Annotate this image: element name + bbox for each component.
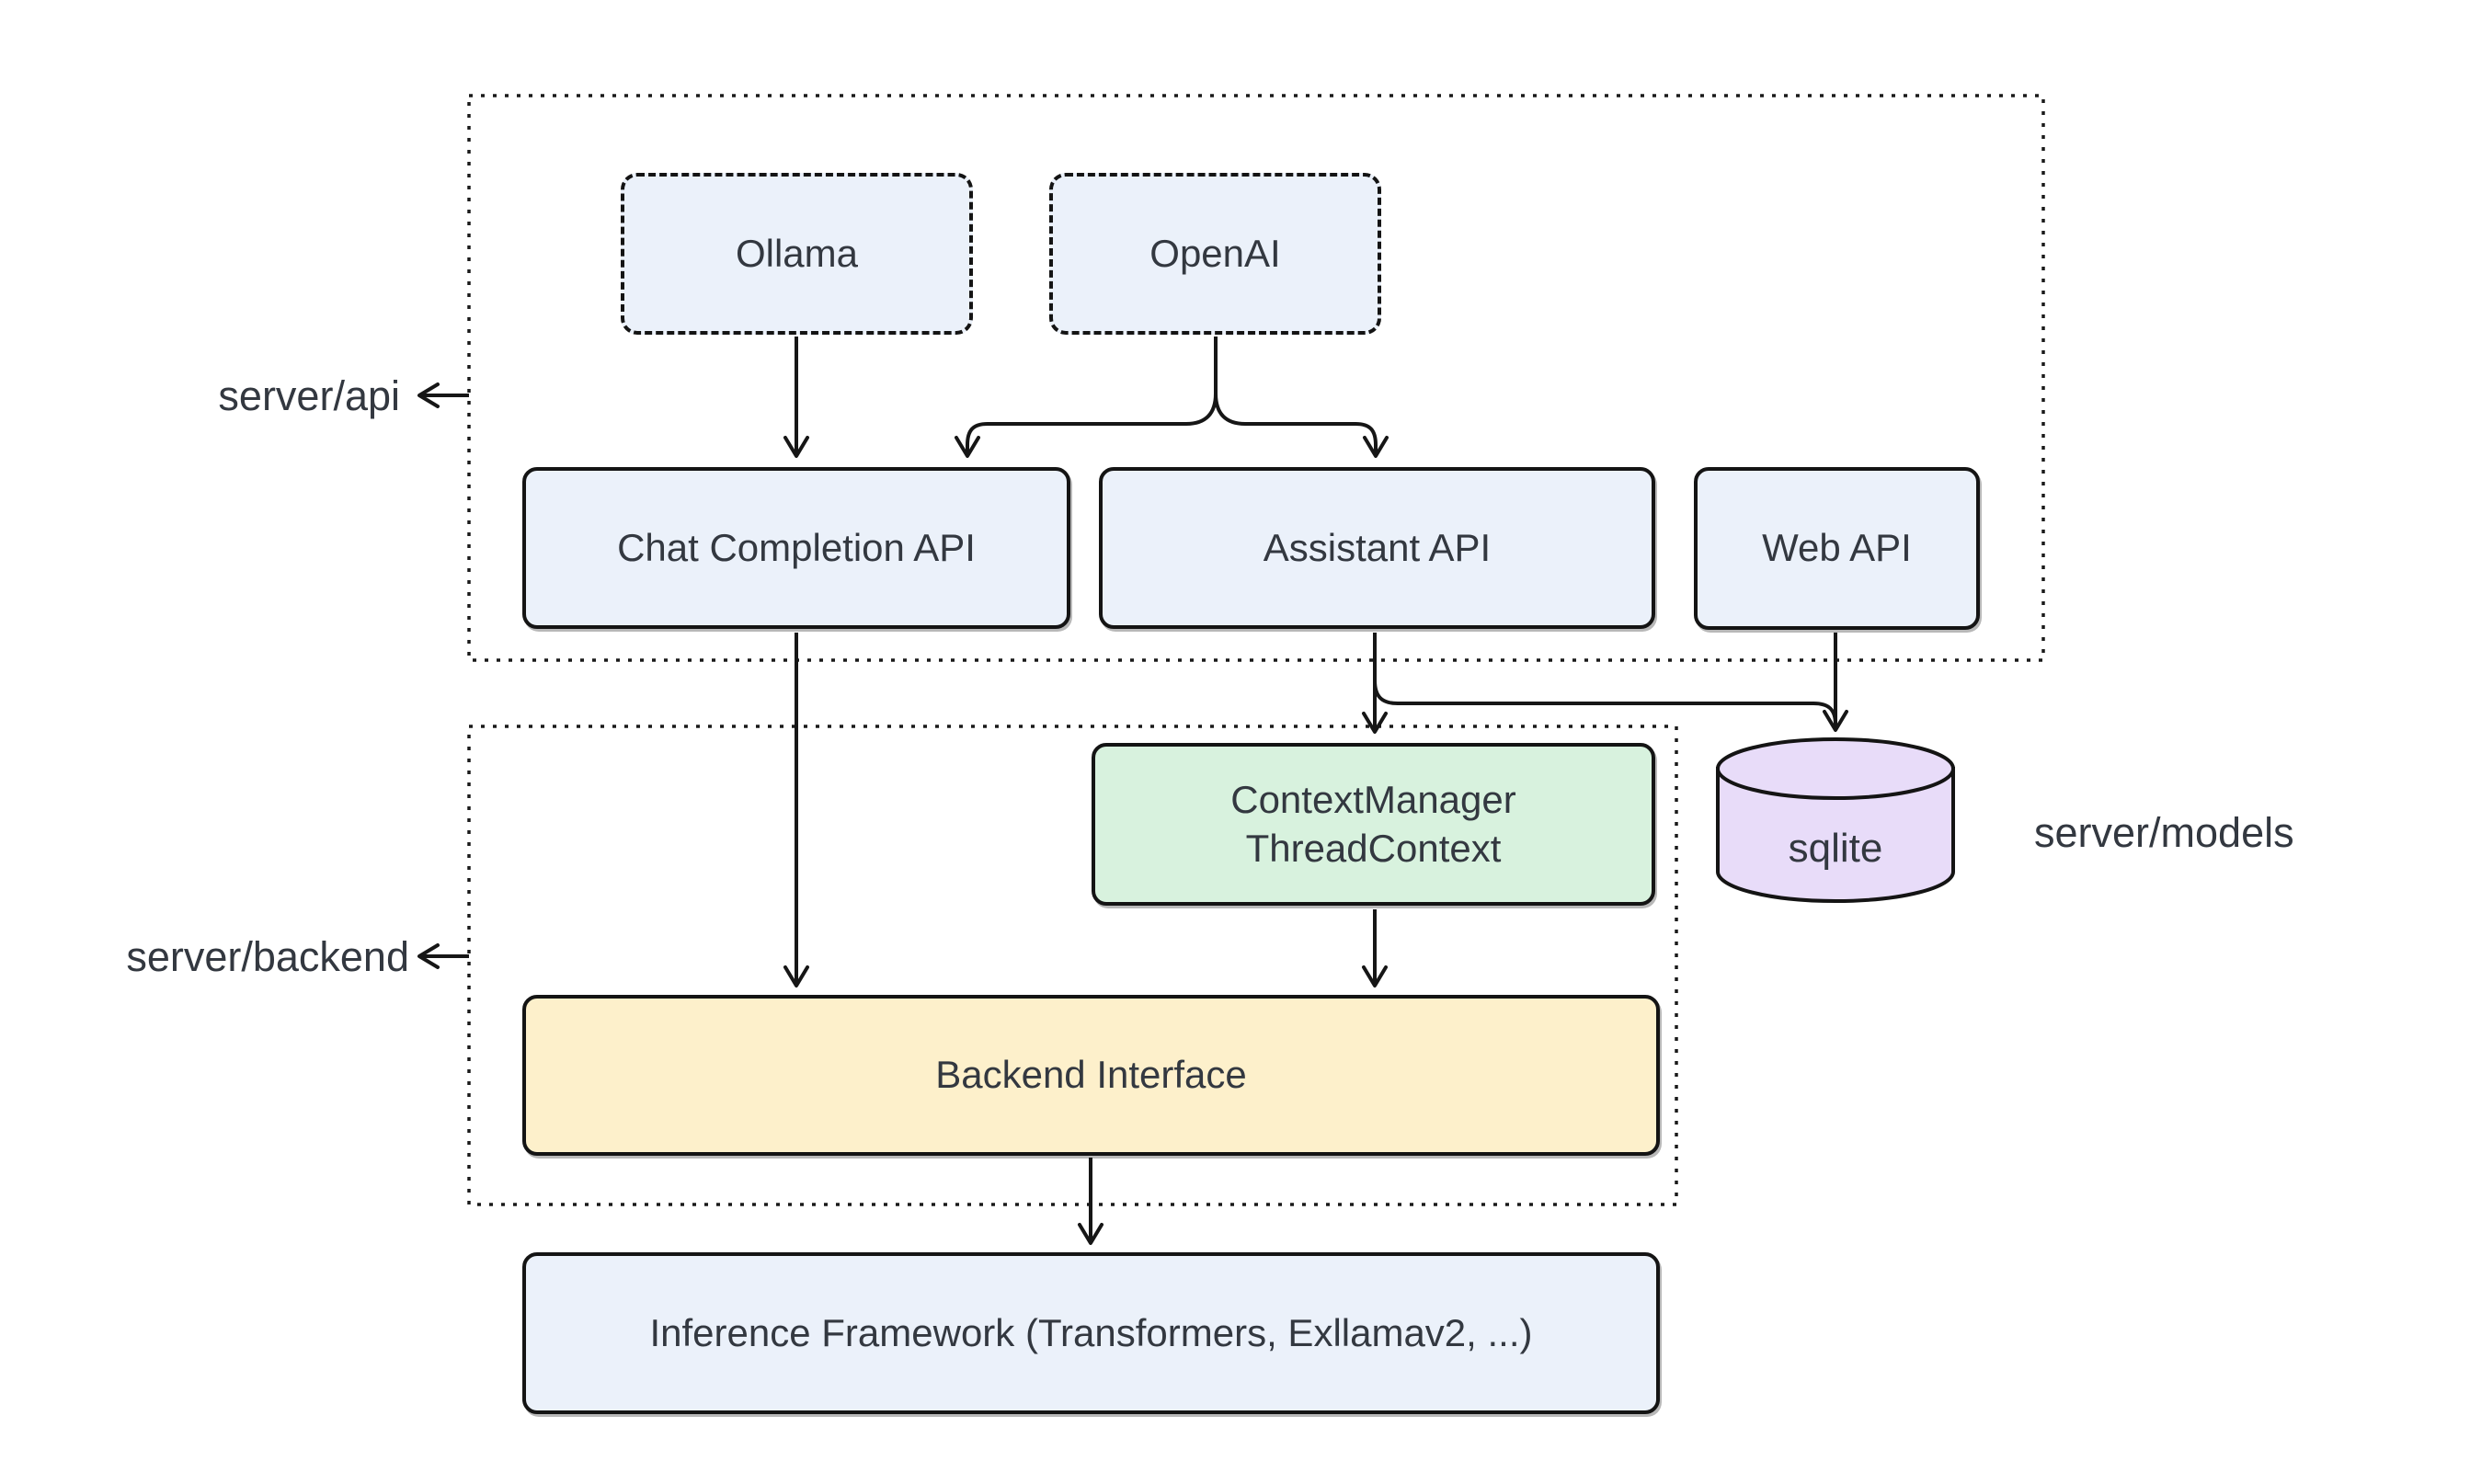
label-server-backend: server/backend <box>126 933 409 980</box>
node-backend-interface: Backend Interface <box>522 995 1660 1156</box>
node-inference-framework-label: Inference Framework (Transformers, Exlla… <box>649 1310 1533 1354</box>
node-web-api-label: Web API <box>1762 526 1912 570</box>
node-openai-label: OpenAI <box>1149 231 1281 275</box>
edge-assistant-sqlite <box>1373 633 1837 728</box>
group-server-backend-border <box>467 725 1678 1206</box>
node-assistant-api-label: Assistant API <box>1263 525 1492 569</box>
node-chat-completion-api-label: Chat Completion API <box>617 525 976 569</box>
node-ollama: Ollama <box>621 173 973 335</box>
node-web-api: Web API <box>1694 467 1980 630</box>
node-backend-interface-label: Backend Interface <box>935 1053 1247 1097</box>
node-ollama-label: Ollama <box>735 231 859 275</box>
group-server-api-border <box>467 94 2045 662</box>
node-openai: OpenAI <box>1049 173 1381 335</box>
node-assistant-api: Assistant API <box>1099 467 1655 629</box>
node-context-manager-label-line1: ContextManager <box>1230 778 1516 821</box>
label-server-api: server/api <box>218 372 400 419</box>
node-sqlite-label: sqlite <box>1788 826 1883 871</box>
node-chat-completion-api: Chat Completion API <box>522 467 1070 629</box>
node-inference-framework: Inference Framework (Transformers, Exlla… <box>522 1252 1660 1414</box>
node-sqlite-cylinder <box>1716 737 1955 903</box>
edge-openai-assistant <box>1214 337 1389 458</box>
node-context-manager-label-line2: ThreadContext <box>1245 826 1502 870</box>
label-server-models: server/models <box>2034 809 2294 856</box>
node-context-manager: ContextManager ThreadContext <box>1092 743 1655 906</box>
edge-openai-chat <box>955 337 1218 458</box>
